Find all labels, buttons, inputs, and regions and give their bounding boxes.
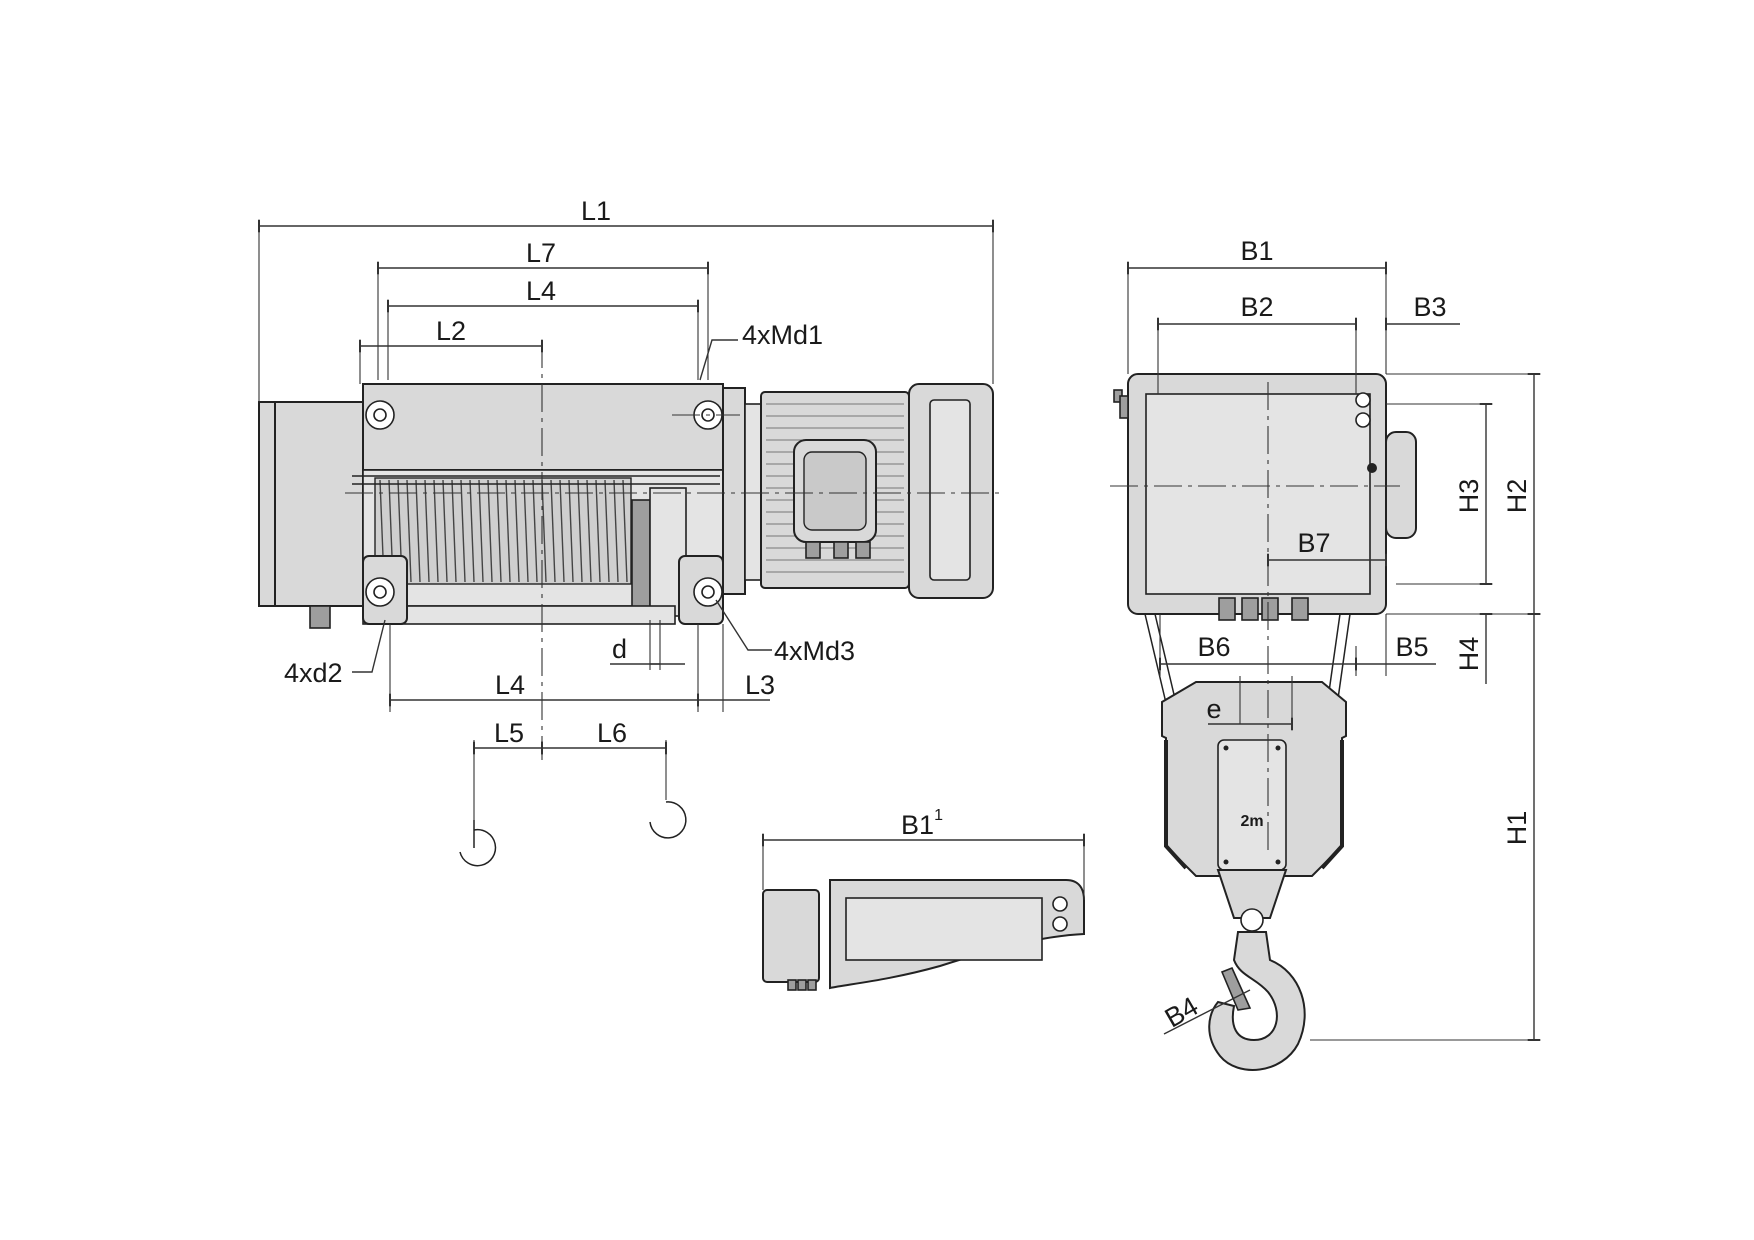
- drum-groove: [559, 479, 565, 583]
- label-B7: B7: [1297, 528, 1330, 558]
- drum-groove: [496, 479, 502, 583]
- drum-groove: [622, 479, 628, 583]
- label-H2: H2: [1502, 479, 1532, 514]
- indicator-light: [1355, 392, 1371, 408]
- rope-guide: [631, 499, 651, 619]
- drum-groove: [433, 479, 439, 583]
- label-H3: H3: [1454, 479, 1484, 514]
- drum-groove: [478, 479, 484, 583]
- label-L2: L2: [436, 316, 466, 346]
- label-B6: B6: [1197, 632, 1230, 662]
- label-B3: B3: [1413, 292, 1446, 322]
- drum-groove: [505, 479, 511, 583]
- label-L3: L3: [745, 670, 775, 700]
- drum-groove: [451, 479, 457, 583]
- label-d: d: [612, 634, 627, 664]
- rope-drum: [374, 477, 632, 585]
- drum-groove: [595, 479, 601, 583]
- indicator-dot: [1367, 463, 1377, 473]
- hook-eye: [1240, 908, 1264, 932]
- side-control-box: [1385, 431, 1417, 539]
- cable-gland: [833, 541, 849, 559]
- cable-gland: [855, 541, 871, 559]
- drum-groove: [613, 479, 619, 583]
- drum-groove: [604, 479, 610, 583]
- drum-groove: [523, 479, 529, 583]
- drum-groove: [568, 479, 574, 583]
- label-4xMd3: 4xMd3: [774, 636, 855, 666]
- drum-groove: [460, 479, 466, 583]
- cable-gland: [1261, 597, 1279, 621]
- hook-position-left: [459, 770, 497, 867]
- drum-groove: [415, 479, 421, 583]
- label-L4-bottom: L4: [495, 670, 525, 700]
- hook-block-mark: 2m: [1240, 813, 1263, 830]
- label-L5: L5: [494, 718, 524, 748]
- alt-side-box: [762, 889, 820, 983]
- label-L7: L7: [526, 238, 556, 268]
- hook-position-right: [649, 760, 687, 839]
- gearbox-flange: [258, 401, 276, 607]
- cable-gland: [805, 541, 821, 559]
- gearbox-housing: [274, 401, 364, 607]
- side-view: L1 L7 L4 L2 4xMd1 4xd2 d 4xMd3 L4 L3 L5 …: [257, 196, 1005, 867]
- label-e: e: [1206, 694, 1221, 724]
- cable-gland: [1218, 597, 1236, 621]
- hook-block-plate: [1217, 739, 1287, 871]
- drum-groove: [406, 479, 412, 583]
- label-L1: L1: [581, 196, 611, 226]
- hook: [1208, 931, 1306, 1071]
- drum-groove: [514, 479, 520, 583]
- label-H4: H4: [1454, 637, 1484, 672]
- drum-groove: [469, 479, 475, 583]
- cable-gland: [1291, 597, 1309, 621]
- drum-groove: [541, 479, 547, 583]
- drum-groove: [550, 479, 556, 583]
- alternate-view: B11: [761, 807, 1086, 991]
- drum-groove: [424, 479, 430, 583]
- drum-groove: [442, 479, 448, 583]
- label-B4: B4: [1160, 991, 1204, 1033]
- mounting-hole: [365, 577, 395, 607]
- coupling: [744, 403, 762, 581]
- hook-latch: [1220, 966, 1252, 1011]
- hook-shank: [1216, 869, 1288, 919]
- label-4xd2: 4xd2: [284, 658, 343, 688]
- mounting-hole: [365, 400, 395, 430]
- label-4xMd1: 4xMd1: [742, 320, 823, 350]
- drum-groove: [532, 479, 538, 583]
- drum-groove: [577, 479, 583, 583]
- motor: [760, 391, 910, 589]
- upper-frame-plate: [362, 383, 724, 471]
- base-bar: [362, 605, 676, 625]
- left-fitting: [1119, 395, 1129, 419]
- label-B1-alt: B11: [901, 807, 943, 840]
- drum-groove: [586, 479, 592, 583]
- coupling-flange: [722, 387, 746, 595]
- cable-gland: [1241, 597, 1259, 621]
- gearbox-gland: [309, 605, 331, 629]
- alt-panel: [845, 897, 1043, 961]
- label-L6: L6: [597, 718, 627, 748]
- front-view: 2m: [1110, 236, 1541, 1071]
- front-panel: [1145, 393, 1371, 595]
- indicator-light: [1355, 412, 1371, 428]
- label-B2: B2: [1240, 292, 1273, 322]
- label-B1: B1: [1240, 236, 1273, 266]
- label-L4-top: L4: [526, 276, 556, 306]
- label-B5: B5: [1395, 632, 1428, 662]
- label-H1: H1: [1502, 811, 1532, 846]
- drum-groove: [487, 479, 493, 583]
